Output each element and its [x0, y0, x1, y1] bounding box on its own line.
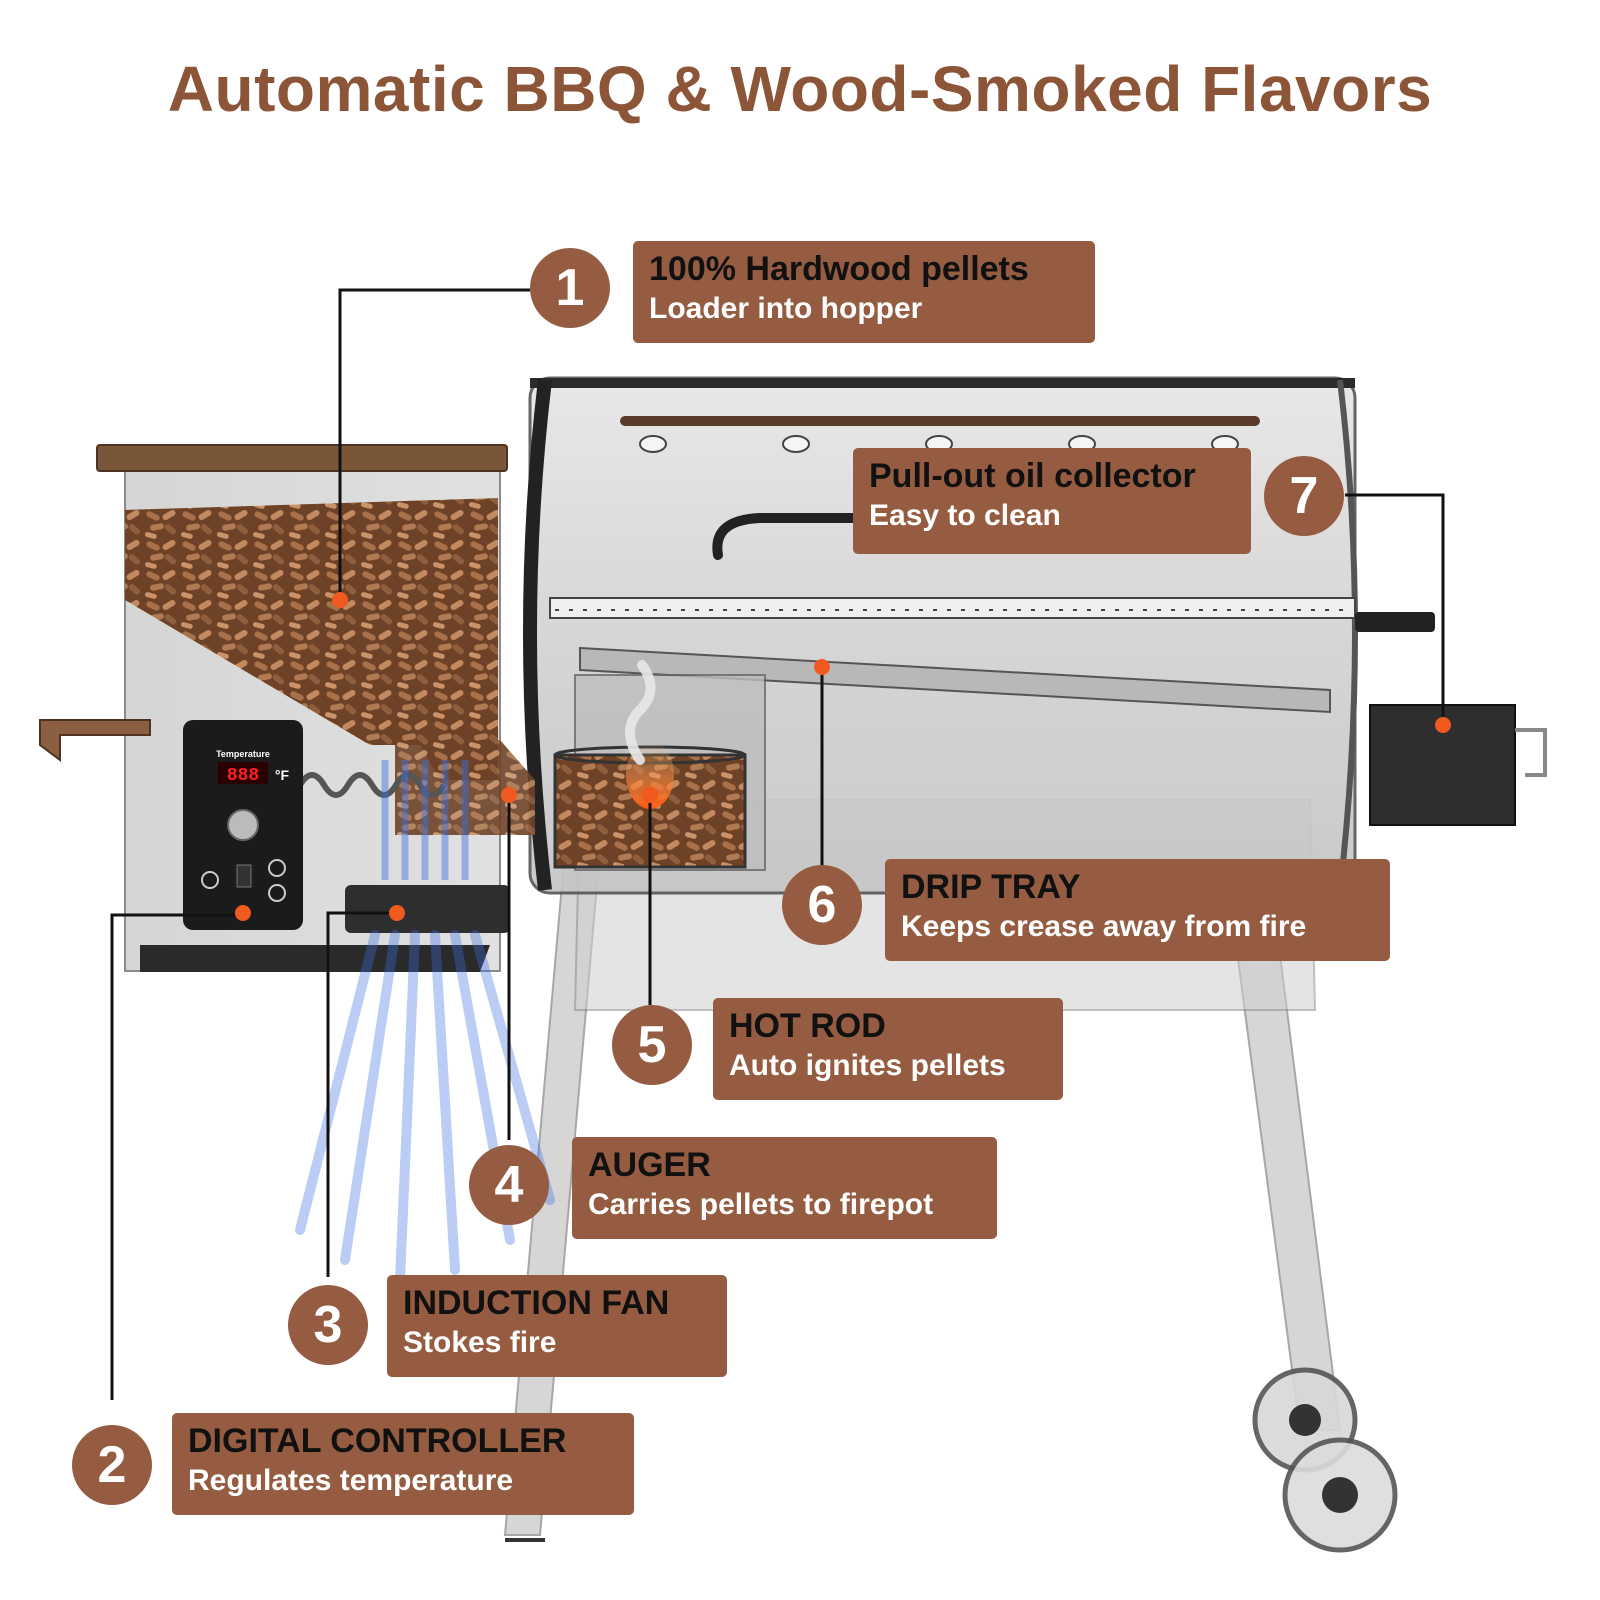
callout-label-3: INDUCTION FAN Stokes fire: [387, 1275, 727, 1377]
callout-subtitle-6: Keeps crease away from fire: [901, 910, 1307, 943]
callout-badge-6: 6: [782, 865, 862, 945]
oil-collector: [1369, 704, 1547, 826]
callout-heading-6: DRIP TRAY: [901, 868, 1081, 906]
callout-subtitle-7: Easy to clean: [869, 499, 1061, 532]
callout-label-7: Pull-out oil collector Easy to clean: [853, 448, 1251, 554]
diagram-title: Automatic BBQ & Wood-Smoked Flavors: [167, 53, 1433, 125]
callout-badge-5: 5: [612, 1005, 692, 1085]
callout-label-2: DIGITAL CONTROLLER Regulates temperature: [172, 1413, 634, 1515]
leader-lines: [110, 288, 1445, 1400]
marker-dot-5: [642, 787, 658, 803]
callout-heading-4: AUGER: [588, 1146, 711, 1184]
callout-label-5: HOT ROD Auto ignites pellets: [713, 998, 1063, 1100]
marker-dot-7: [1435, 717, 1451, 733]
induction-fan: [295, 760, 555, 1285]
cooking-grate: [549, 597, 1435, 632]
callout-subtitle-5: Auto ignites pellets: [729, 1049, 1006, 1082]
callout-label-6: DRIP TRAY Keeps crease away from fire: [885, 859, 1390, 961]
callout-subtitle-4: Carries pellets to firepot: [588, 1188, 934, 1221]
controller-display: 888: [227, 766, 259, 786]
hopper: [39, 444, 535, 972]
callout-heading-1: 100% Hardwood pellets: [649, 250, 1029, 288]
callout-badge-3: 3: [288, 1285, 368, 1365]
leader-line-7: [1345, 493, 1445, 725]
marker-dot-6: [814, 659, 830, 675]
marker-dot-2: [235, 905, 251, 921]
firebox: [553, 660, 766, 871]
leader-line-3: [326, 911, 397, 1277]
marker-dot-1: [332, 592, 348, 608]
marker-dot-4: [501, 787, 517, 803]
callout-label-1: 100% Hardwood pellets Loader into hopper: [633, 241, 1095, 343]
callout-heading-5: HOT ROD: [729, 1007, 886, 1045]
controller-temp-label: Temperature: [216, 749, 270, 759]
callout-heading-3: INDUCTION FAN: [403, 1284, 670, 1322]
callout-badge-4: 4: [469, 1145, 549, 1225]
callout-subtitle-3: Stokes fire: [403, 1326, 557, 1359]
callout-heading-7: Pull-out oil collector: [869, 457, 1196, 495]
controller-unit: °F: [275, 767, 290, 783]
callout-badge-7: 7: [1264, 456, 1344, 536]
leader-line-2: [110, 913, 243, 1400]
drip-tray: [579, 646, 1331, 714]
wheels: [1252, 1367, 1398, 1553]
leader-line-1: [338, 288, 530, 600]
callout-badge-2: 2: [72, 1425, 152, 1505]
marker-dots: [235, 592, 1451, 921]
callout-subtitle-1: Loader into hopper: [649, 292, 923, 325]
callout-badge-1: 1: [530, 248, 610, 328]
callout-label-4: AUGER Carries pellets to firepot: [572, 1137, 997, 1239]
marker-dot-3: [389, 905, 405, 921]
callout-subtitle-2: Regulates temperature: [188, 1464, 514, 1497]
callout-heading-2: DIGITAL CONTROLLER: [188, 1422, 567, 1460]
digital-controller: Temperature 888 °F: [183, 720, 303, 930]
